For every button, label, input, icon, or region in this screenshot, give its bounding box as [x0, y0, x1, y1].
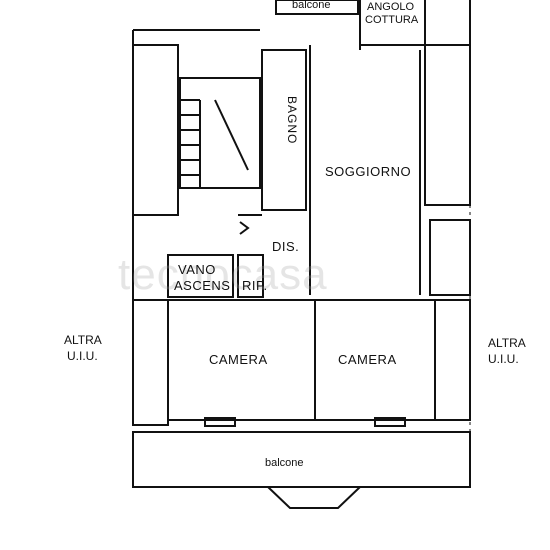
altra-uiu-right-line1: ALTRA	[488, 336, 526, 350]
vano-ascensore-walls	[167, 254, 234, 298]
angolo-label-line1: ANGOLO	[367, 1, 415, 13]
balcone-top-outline	[275, 0, 359, 15]
altra-uiu-right-line2: U.I.U.	[488, 352, 519, 366]
camera-left-label: CAMERA	[209, 352, 268, 367]
ripostiglio-walls	[237, 254, 264, 298]
right-lower-strip	[434, 299, 471, 421]
balcone-bottom-label: balcone	[265, 457, 304, 469]
bagno-walls	[261, 49, 307, 211]
angolo-label-line2: COTTURA	[365, 14, 419, 26]
altra-uiu-left-line2: U.I.U.	[67, 349, 98, 363]
entry-door-mark	[239, 221, 250, 235]
vano-label-line1: VANO	[178, 262, 216, 277]
right-side-strip	[424, 44, 471, 206]
altra-uiu-left-line1: ALTRA	[64, 333, 102, 347]
balcone-bay	[267, 486, 361, 509]
vano-label-line2: ASCENS	[174, 278, 231, 293]
window-camera-right	[374, 417, 406, 427]
balcone-top-label: balcone	[292, 0, 331, 11]
right-mid-strip	[429, 219, 471, 296]
left-lower-strip	[132, 299, 169, 426]
rip-label: RIP.	[242, 278, 268, 293]
camera-right-label: CAMERA	[338, 352, 397, 367]
left-side-strip	[132, 44, 179, 216]
bagno-label: BAGNO	[285, 96, 299, 145]
stair-core	[179, 77, 261, 189]
watermark: tecnocasa	[118, 250, 328, 299]
soggiorno-label: SOGGIORNO	[325, 164, 412, 179]
dis-label: DIS.	[272, 239, 300, 254]
stair-diagonal	[214, 99, 249, 171]
window-camera-left	[204, 417, 236, 427]
